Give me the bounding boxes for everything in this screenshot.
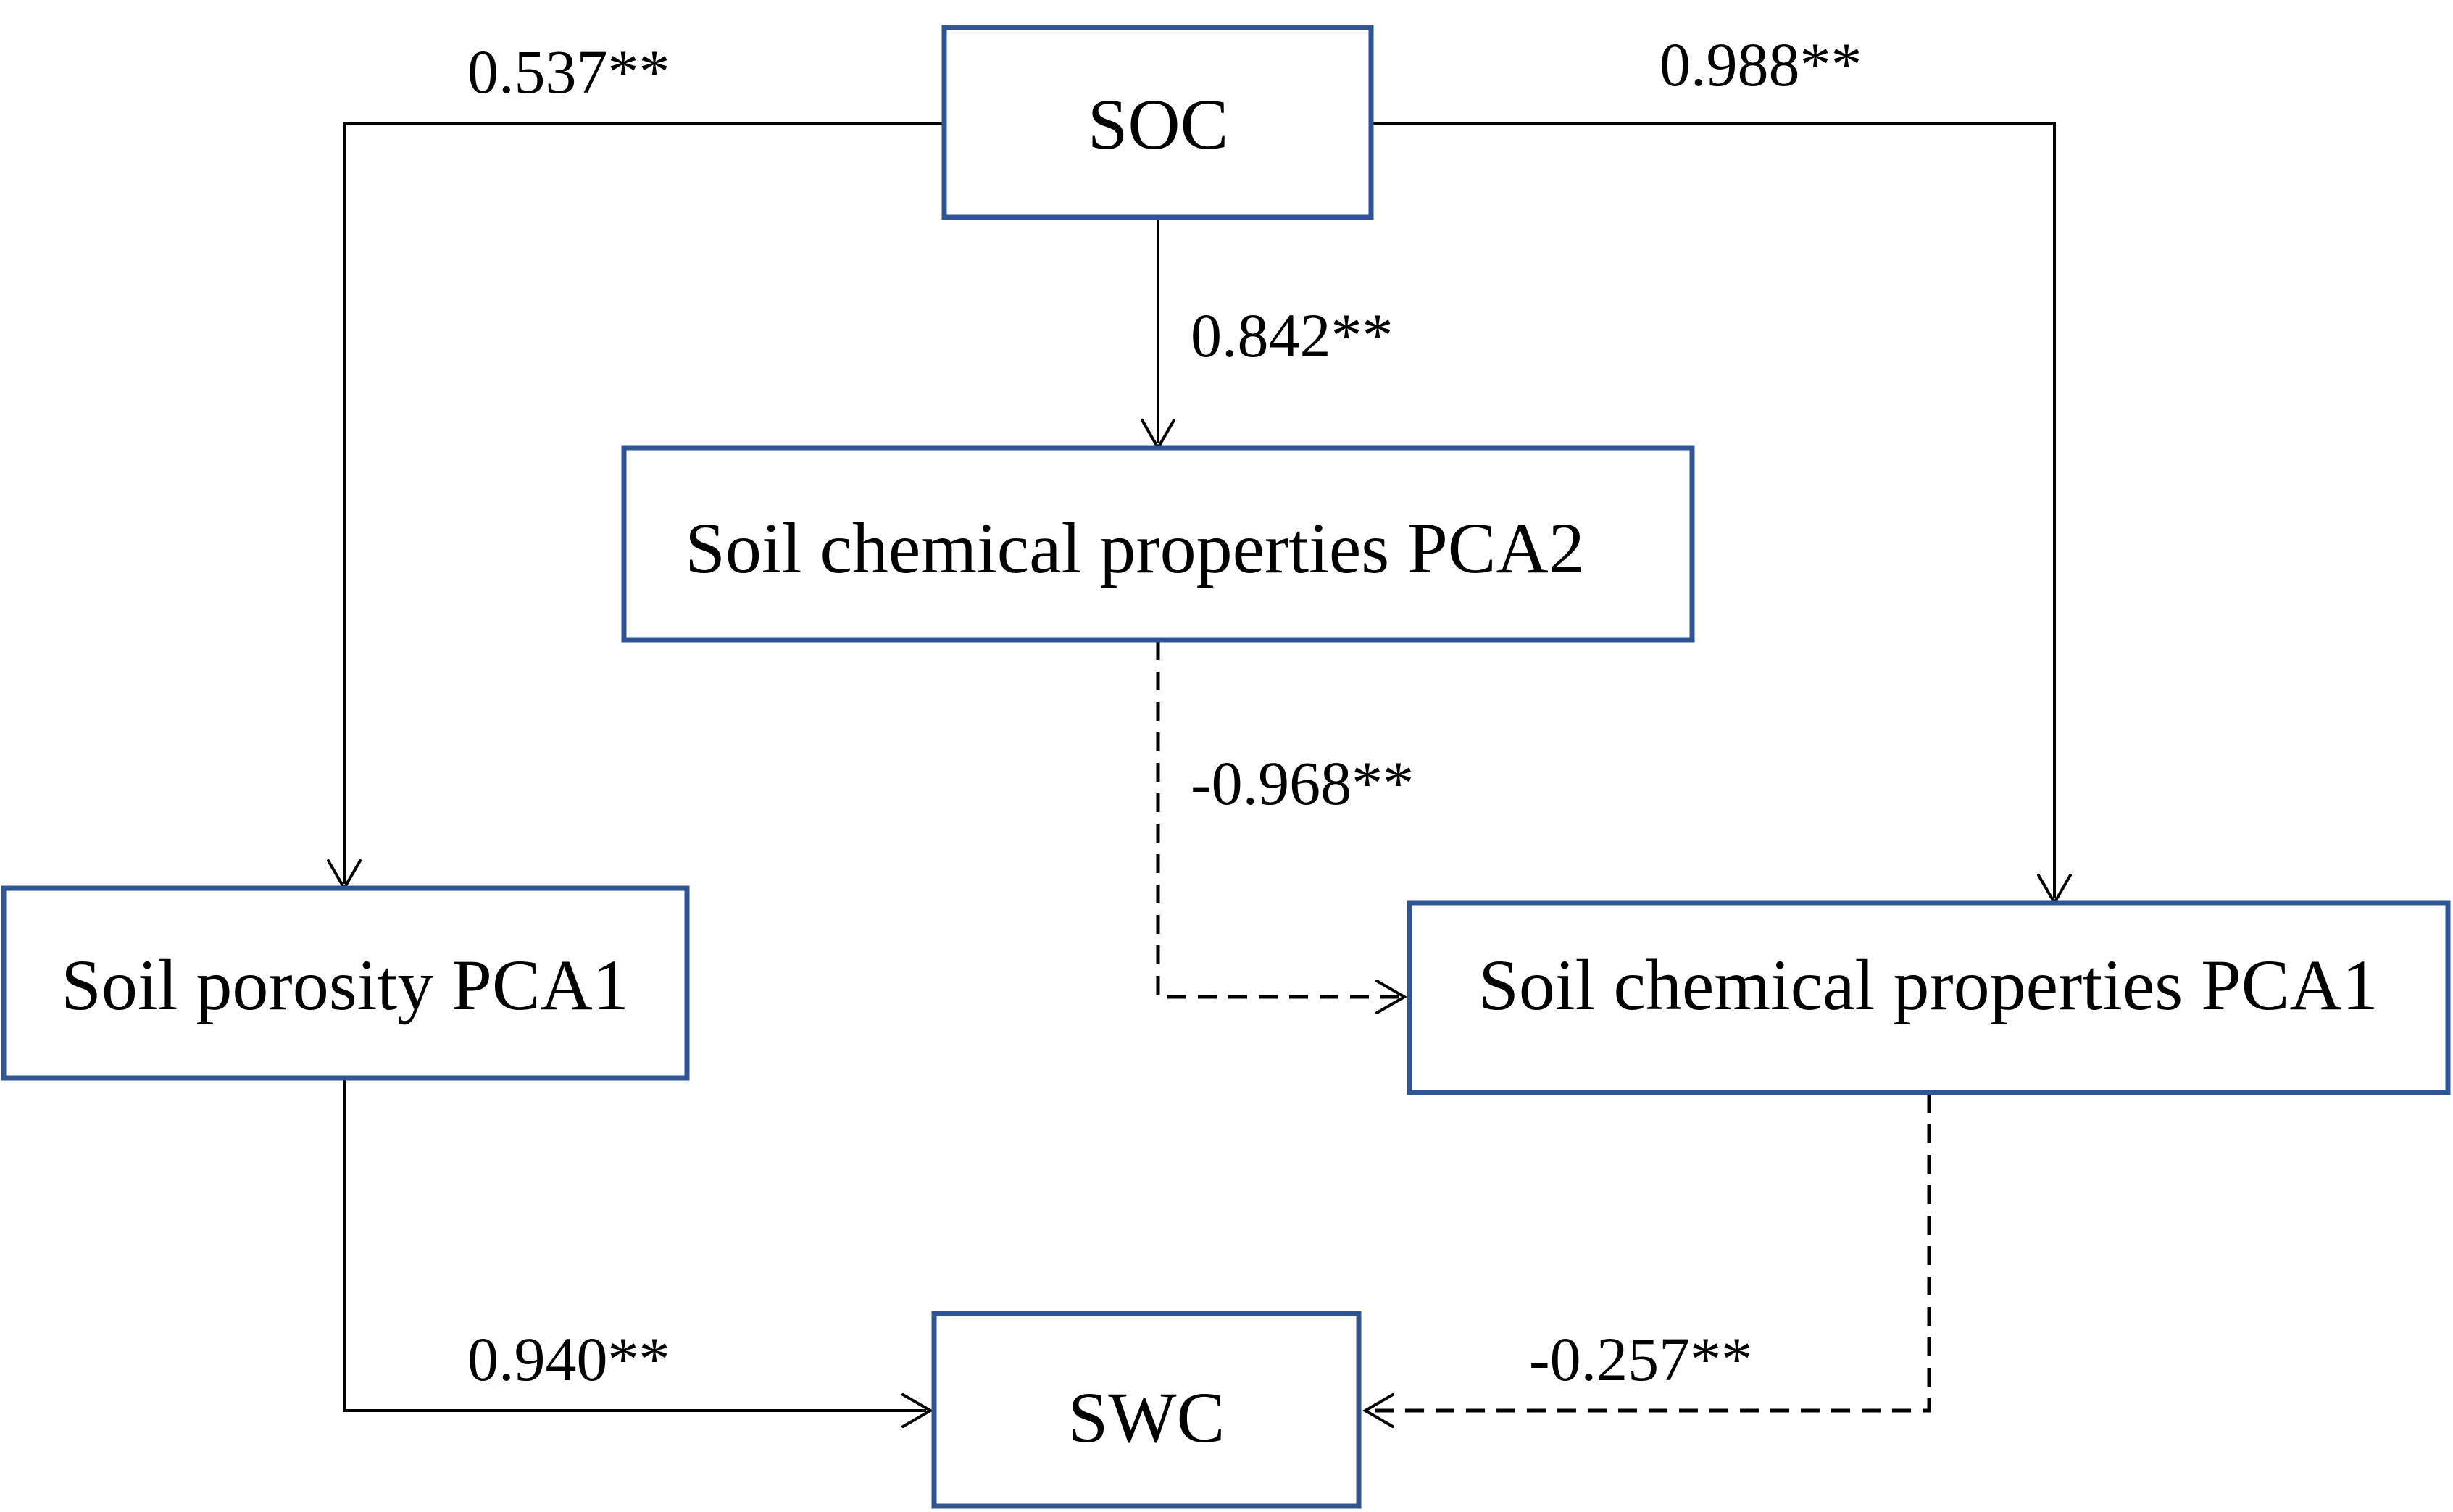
- edge-label-soc-to-chem-pca2: 0.842**: [1191, 301, 1394, 370]
- node-chem-pca2-box: [621, 445, 1695, 643]
- node-porosity-pca1-label: Soil porosity PCA1: [61, 945, 629, 1025]
- edge-label-porosity-to-swc: 0.940**: [467, 1324, 670, 1394]
- node-soc-label: SOC: [1088, 84, 1229, 164]
- edge-soc-to-chem-pca1: [1373, 122, 2056, 898]
- arrow-head-swc-left: [901, 1393, 933, 1428]
- edge-chem-pca1-to-swc: [1370, 1094, 1931, 1413]
- edge-porosity-to-swc: [343, 1078, 926, 1412]
- edge-label-chem-pca2-to-chem-pca1: -0.968**: [1191, 748, 1414, 818]
- edge-soc-to-porosity: [343, 122, 942, 884]
- node-swc-box: [931, 1311, 1362, 1509]
- arrow-head-chem-pca1-left: [1375, 980, 1407, 1014]
- node-chem-pca1-box: [1407, 900, 2451, 1095]
- arrow-head-swc-right: [1362, 1393, 1394, 1428]
- edge-label-soc-to-chem-pca1: 0.988**: [1659, 30, 1862, 99]
- node-chem-pca2-label: Soil chemical properties PCA2: [685, 508, 1584, 588]
- edge-label-soc-to-porosity: 0.537**: [467, 37, 670, 106]
- node-chem-pca1-label: Soil chemical properties PCA1: [1478, 945, 2378, 1025]
- edge-label-chem-pca1-to-swc: -0.257**: [1529, 1324, 1752, 1394]
- node-porosity-pca1-box: [1, 885, 690, 1081]
- node-soc-box: [941, 25, 1374, 220]
- node-swc-label: SWC: [1068, 1377, 1225, 1458]
- edge-chem-pca2-to-chem-pca1: [1156, 641, 1400, 999]
